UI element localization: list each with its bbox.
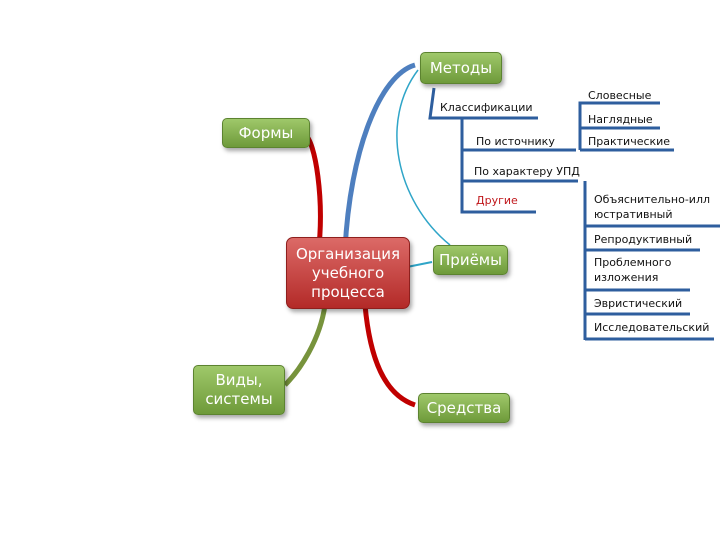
character-item-problem: Проблемного изложения	[594, 255, 671, 285]
center-line-1: Организация	[295, 244, 401, 263]
means-node[interactable]: Средства	[418, 393, 510, 423]
types-line-2: системы	[205, 390, 273, 408]
by-character-label: По характеру УПД	[474, 165, 580, 178]
classifications-label: Классификации	[440, 101, 533, 114]
line-source-items	[578, 101, 674, 152]
line-others	[460, 181, 536, 214]
character-item-problem-line-1: Проблемного	[594, 256, 672, 269]
character-item-problem-line-2: изложения	[594, 271, 659, 284]
source-item-practical: Практические	[588, 135, 671, 148]
character-item-explanatory-line-2: юстративный	[594, 208, 673, 221]
techniques-node[interactable]: Приёмы	[433, 245, 508, 275]
branch-to-means	[362, 304, 416, 408]
character-item-explanatory-line-1: Объяснительно-илл	[594, 193, 711, 206]
branch-methods-to-techniques	[396, 69, 451, 246]
line-character-items	[583, 181, 720, 341]
types-node[interactable]: Виды, системы	[193, 365, 285, 415]
source-item-visual: Наглядные	[588, 113, 653, 126]
line-classifications	[428, 87, 538, 120]
source-item-verbal: Словесные	[588, 89, 652, 102]
character-item-research: Исследовательский	[594, 321, 710, 334]
center-line-2: учебного	[311, 263, 385, 282]
by-source-label: По источнику	[476, 135, 555, 148]
character-item-explanatory: Объяснительно-илл юстративный	[594, 192, 710, 222]
methods-node[interactable]: Методы	[420, 52, 502, 84]
branch-to-methods	[342, 62, 416, 251]
character-item-reproductive: Репродуктивный	[594, 233, 693, 246]
others-label: Другие	[476, 194, 518, 207]
forms-node[interactable]: Формы	[222, 118, 310, 148]
types-line-1: Виды,	[215, 371, 263, 389]
character-item-heuristic: Эвристический	[594, 297, 683, 310]
center-line-3: процесса	[311, 282, 385, 301]
center-node[interactable]: Организация учебного процесса	[286, 237, 410, 309]
branch-to-types	[283, 304, 328, 387]
